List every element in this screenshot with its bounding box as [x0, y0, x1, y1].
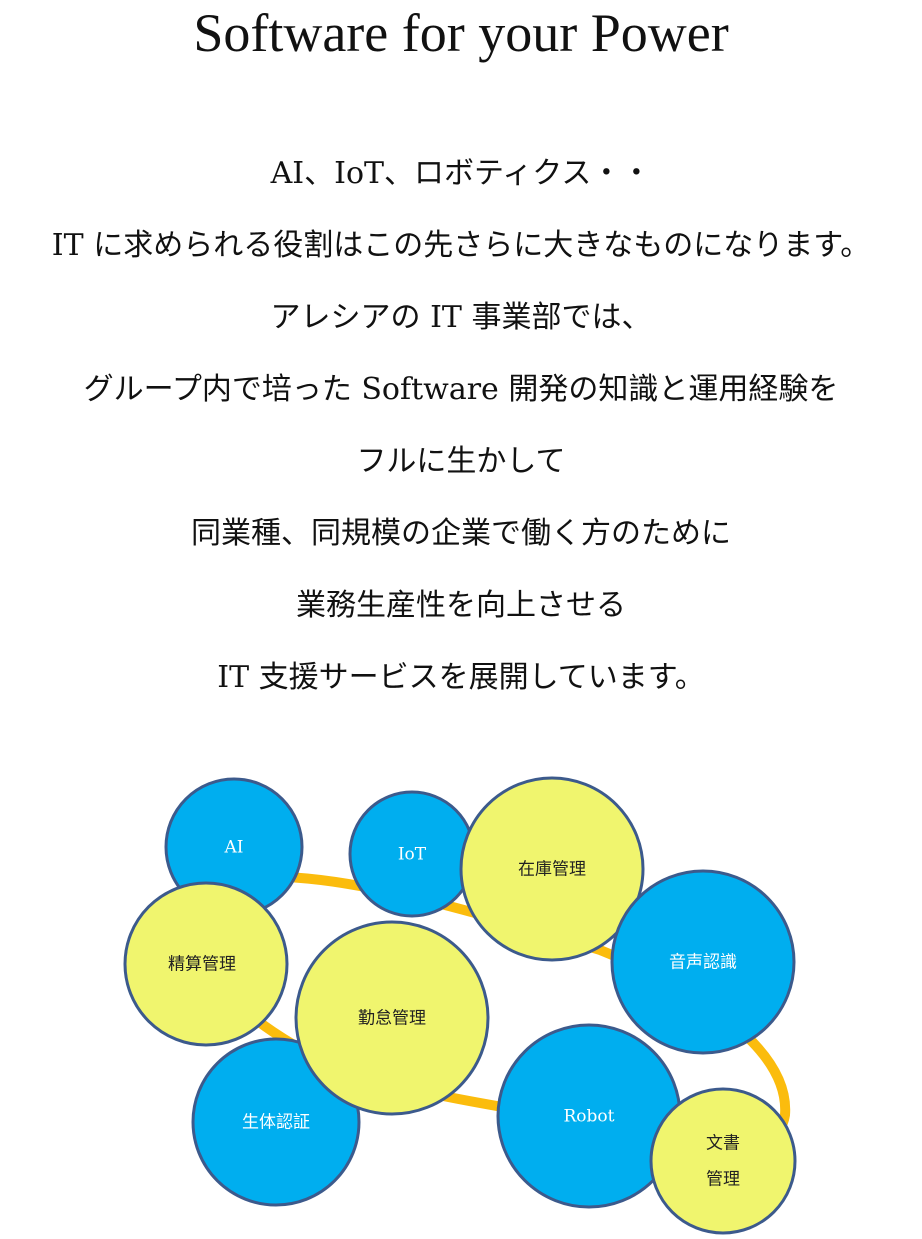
bubble-robot-label: Robot	[564, 1107, 615, 1127]
intro-line: アレシアの IT 事業部では、	[270, 300, 652, 335]
bubble-document-label-line1: 文書	[706, 1134, 740, 1154]
intro-text: AI、IoT、ロボティクス・・ IT に求められる役割はこの先さらに大きなものに…	[0, 148, 922, 724]
bubble-inventory-label: 在庫管理	[518, 860, 586, 880]
bubble-voice: 音声認識	[610, 869, 796, 1055]
bubble-document: 文書 管理	[649, 1087, 797, 1235]
intro-line: フルに生かして	[356, 444, 566, 479]
intro-line: グループ内で培った Software 開発の知識と運用経験を	[83, 372, 839, 407]
technology-bubble-diagram: AI IoT 在庫管理 精算管理 音声認識 生体認証 勤怠管理 Robot 文書…	[123, 776, 797, 1235]
bubble-robot: Robot	[496, 1023, 682, 1209]
intro-line: 業務生産性を向上させる	[296, 588, 626, 623]
bubble-settlement-label: 精算管理	[168, 955, 236, 975]
bubble-document-label-line2: 管理	[706, 1170, 740, 1190]
bubble-ai-label: AI	[224, 838, 244, 858]
bubble-ai: AI	[164, 777, 304, 917]
bubble-iot-label: IoT	[398, 845, 427, 865]
bubble-attendance-label: 勤怠管理	[358, 1009, 426, 1029]
bubble-biometric-label: 生体認証	[242, 1113, 310, 1133]
bubble-voice-circle	[610, 869, 796, 1055]
bubble-settlement-circle	[123, 881, 289, 1047]
bubble-document-circle	[649, 1087, 797, 1235]
bubble-iot: IoT	[348, 790, 476, 918]
intro-line: 同業種、同規模の企業で働く方のために	[191, 516, 731, 551]
bubble-attendance-circle	[294, 920, 490, 1116]
bubble-settlement: 精算管理	[123, 881, 289, 1047]
bubble-inventory-circle	[459, 776, 645, 962]
bubble-voice-label: 音声認識	[669, 953, 737, 973]
page-title: Software for your Power	[193, 3, 729, 63]
intro-line: IT に求められる役割はこの先さらに大きなものになります。	[51, 228, 871, 263]
bubble-attendance: 勤怠管理	[294, 920, 490, 1116]
intro-line: AI、IoT、ロボティクス・・	[270, 156, 652, 191]
bubble-inventory: 在庫管理	[459, 776, 645, 962]
intro-line: IT 支援サービスを展開しています。	[217, 660, 705, 695]
